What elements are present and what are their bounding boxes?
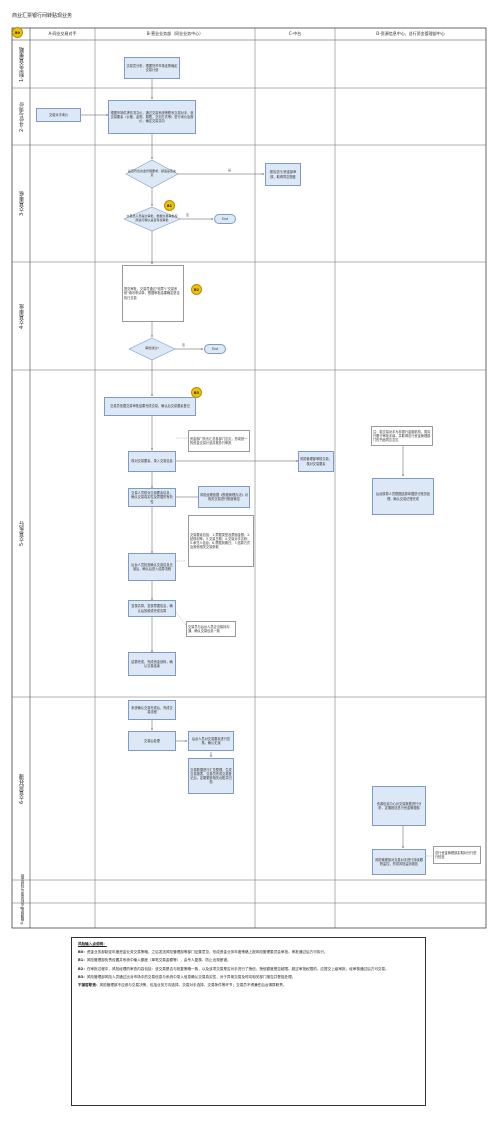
- node-trade-report: 交易数据进行汇总整理，生成交易报表，交易员完成交易登记后，定期更新相关台账并归档: [188, 758, 234, 794]
- risk-badge-b1: B1: [164, 200, 175, 211]
- note-trade-elements: 交易要素包括：1.票据类型及票面金额；2.贴现利率；3.交易日期；4.交易对手名…: [188, 515, 254, 567]
- legend-item-b3: B3：风险管理部风险人员通过比对市场中的交易信息与系统中录入信息确认交易真实性，…: [78, 974, 296, 979]
- lane-header-risk: D-资源信息中心、总行资金管理部中心: [376, 31, 445, 36]
- node-backoffice-check: 后台人员检查确认交易信息无误后，确认后进入结算流程: [128, 553, 176, 581]
- flow-label-no-2: 否: [182, 343, 186, 347]
- lane-header-center: C-中台: [288, 31, 302, 36]
- node-settlement: 结算完成，完成资金划转，确认交易结束: [128, 652, 176, 676]
- note-communication: 交易员与后台人员应当保持沟通，确认交易信息一致: [186, 621, 236, 637]
- node-backoffice-recheck: 后台人员对交易要素进行复核，确认无误: [188, 731, 234, 751]
- node-price-inquiry: 根据市场供求情况寻价，通过交易系统等联系交易对手，就交易要素（价格、金额、期限、…: [108, 100, 196, 134]
- flow-connectors: [81, 79, 404, 849]
- node-verify-elements: 核对交易要素、录入交易信息: [128, 451, 176, 472]
- risk-badge-b3: B3: [191, 387, 202, 398]
- flow-label-yes: 是: [228, 168, 232, 172]
- lane-header-counterparty: A-同业交易对手: [48, 31, 77, 36]
- node-confirm-completion: 系统确认交易完成后，完成交易流程: [128, 700, 176, 720]
- node-quota-control: 风险经理依据《额度管理办法》对相关交易进行额度管控: [198, 486, 250, 508]
- node-head-office-review: 报请总行/资金部审核，取得同意额度: [265, 163, 301, 186]
- phase-label-monitoring: 7-风险监测与持续监控: [19, 874, 24, 909]
- node-confirm-authenticity: 交易人员核对交易要素信息，确认交易真实性及票据的有效性: [128, 488, 176, 507]
- phase-label-post-trade: 6-交易后处理: [18, 773, 25, 804]
- decision-approved-label: 审批通过?: [145, 346, 159, 351]
- node-risk-review: 风险管理部审核交易，核对交易要素: [298, 451, 334, 472]
- node-accounting: 后台核算人员根据结算单据进行账务处理，确认交易记账完成: [372, 478, 434, 515]
- phase-label-execution: 5-交易执行: [18, 521, 25, 546]
- lane-header-business: B-营业业务部（同业业务中心）: [146, 31, 204, 36]
- note-non-bank: 注：若交易对手为非银行金融机构，需另行履行审批手续，并取得总行资金管理部门的书面…: [371, 426, 433, 446]
- phase-dividers: [12, 87, 486, 904]
- phase-label-strategy: 1-制定交易策略: [18, 46, 25, 82]
- note-strategy: 资金部门负责汇总各部门意见，形成统一的资金交易计划并报总行审批: [188, 430, 250, 452]
- legend-heading: 风险输入点说明：: [78, 942, 107, 946]
- phase-label-approval: 4-交易审批: [18, 303, 25, 329]
- node-trade-plan: 交易员分析，根据货币市场走势确定交易计划: [124, 57, 180, 79]
- node-clearing-review: 复核清算，复核票据信息，确认后放款或完成清算: [128, 600, 176, 617]
- phase-label-report: 8-管理报告: [19, 906, 24, 925]
- risk-badge-b0: B0: [12, 27, 23, 38]
- node-end-2: End: [204, 344, 226, 354]
- node-data-analysis: 资源信息中心对交易数据进行分析，定期报送总行资金管理部: [372, 786, 426, 826]
- phase-label-review: 3-交易审核: [18, 191, 25, 216]
- node-post-processing: 交易后处理: [128, 731, 176, 751]
- note-inspection: 总行资金管理部定期对分行进行检查: [433, 846, 481, 864]
- node-risk-monitoring: 风险管理部对交易对手进行持续跟踪监控，形成风险监测报告: [372, 849, 426, 875]
- legend-item-b2: B2：在审批过程中，风险经理的审查内容包括：该交易是否与批复策略一致，以及该项交…: [78, 966, 389, 971]
- decision-authority-label: 交易员人员提交审批，根据交易审批权限进行确认是否有权审批: [126, 214, 178, 222]
- note-connectors: [175, 437, 433, 857]
- decision-quota-label: 是否符合资金管理要求、额度是否充足: [128, 169, 177, 177]
- legend-item-b0: B0：资金业务部制定年度资金业务交易策略，之后发送风险管理部等部门征集意见，形成…: [78, 950, 328, 955]
- node-end-1: End: [214, 214, 236, 224]
- flow-label-no: 否: [186, 213, 190, 217]
- node-counterparty-inquiry: 交易对手询价: [36, 108, 81, 122]
- risk-badge-b2: B2: [191, 284, 202, 295]
- phase-label-inquiry: 2-寻价与询价: [18, 101, 25, 132]
- node-execute-trade: 交易员依据交易审批结果完成交易，确认后交易要素登记: [104, 397, 196, 416]
- legend-item-sod: 不兼容职责：风险管理部不应参与交易决策，包括业务方向选择、交易对手选择、交易条件…: [78, 983, 287, 988]
- page-title: 商业汇票银行间转贴现业务: [12, 13, 73, 19]
- legend-item-b1: B1：风险管理部负责设置并系统中输入额度（单笔交易金额等），由专人复核，防止出现…: [78, 958, 231, 963]
- node-submit-approval: 提交审批，交易员通过"电票"/"交易系统"填写申请单，根据审批结果确定是否执行交…: [122, 265, 184, 322]
- swimlane-frame: [11, 27, 487, 929]
- risk-legend: 风险输入点说明： B0：资金业务部制定年度资金业务交易策略，之后发送风险管理部等…: [71, 937, 426, 1106]
